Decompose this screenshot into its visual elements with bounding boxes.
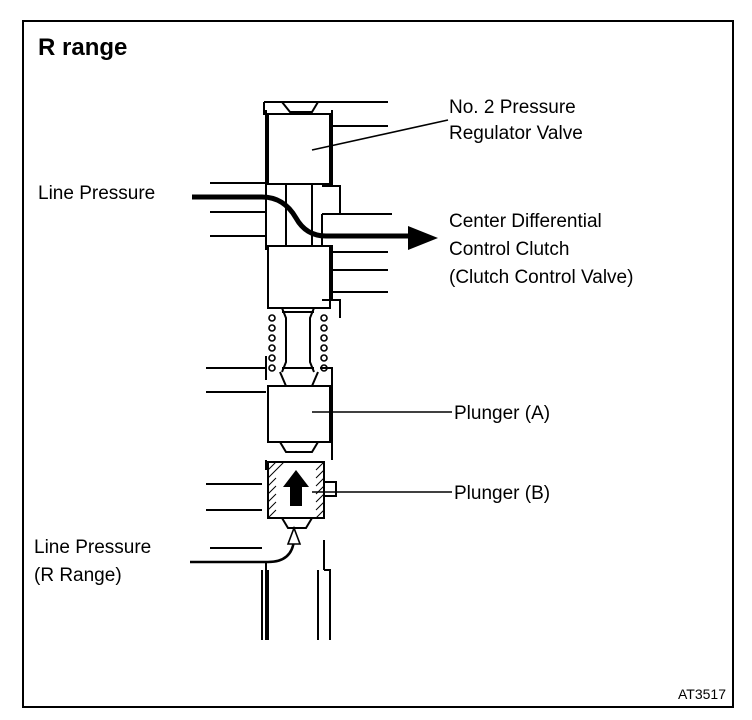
up-arrow-icon (283, 470, 309, 506)
valve-top-cap (263, 101, 388, 115)
line-pressure-flow (192, 194, 438, 250)
valve-body-walls (261, 110, 341, 640)
line-pressure-r-flow (190, 525, 302, 564)
left-port-lines (206, 182, 266, 549)
leader-lines (311, 119, 452, 493)
regulator-valve-label-1: No. 2 Pressure (449, 97, 576, 118)
diagram-title: R range (38, 34, 128, 61)
clutch-label-1: Center Differential (449, 211, 602, 232)
diagram-frame (22, 20, 734, 708)
clutch-label-3: (Clutch Control Valve) (449, 267, 634, 288)
figure-code: AT3517 (678, 686, 726, 702)
plunger-a (267, 371, 331, 453)
spring (268, 307, 328, 373)
clutch-label-2: Control Clutch (449, 239, 570, 260)
plunger-b (267, 461, 325, 529)
regulator-spool (267, 113, 331, 309)
plunger-b-label: Plunger (B) (454, 483, 551, 504)
right-port-lines (332, 125, 392, 293)
line-pressure-label: Line Pressure (38, 183, 156, 204)
plunger-a-label: Plunger (A) (454, 403, 551, 424)
line-pressure-r-label-2: (R Range) (34, 565, 122, 586)
line-pressure-r-label-1: Line Pressure (34, 537, 152, 558)
regulator-valve-label-2: Regulator Valve (449, 123, 583, 144)
